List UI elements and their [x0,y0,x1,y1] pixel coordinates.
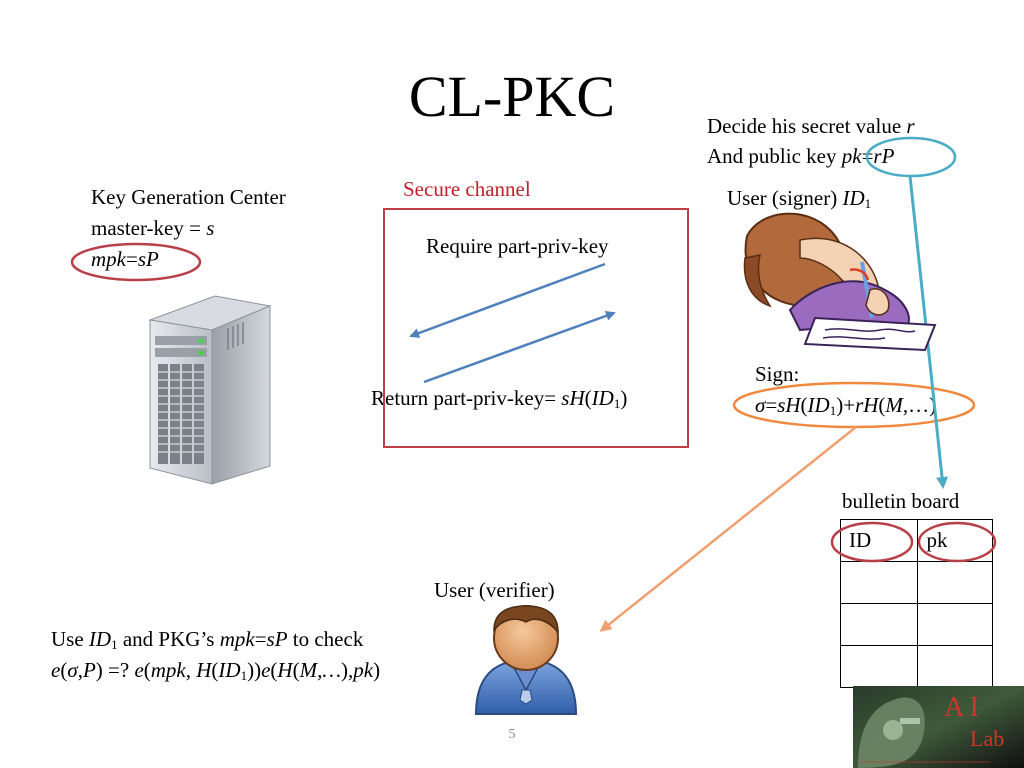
v-hm: H [277,658,293,682]
return-prefix: Return part-priv-key= [371,386,562,410]
signature-formula: σ=sH(ID1)+rH(M,…) [755,392,936,419]
sig-rest: ,…) [902,393,937,417]
v-id: ID [88,627,112,651]
return-arrow [423,311,616,384]
master-key-var: s [206,216,215,240]
sig-rh: rH [855,393,879,417]
v-to-check: to check [287,627,364,651]
user-signer-prefix: User (signer) [727,186,843,210]
logo-text-ai: A I [944,692,979,723]
kgc-label: Key Generation Center [91,185,286,209]
v-and-pkg: and PKG’s [117,627,220,651]
return-close: ) [620,386,628,410]
sign-label: Sign: [755,362,800,386]
return-open: ( [584,386,592,410]
v-p3: ( [211,658,219,682]
sig-m: M [885,393,903,417]
table-row [839,645,993,688]
bulletin-table: ID pk [839,519,993,688]
kgc-master-key: master-key = s [91,215,214,242]
server-icon [148,295,272,485]
v-eq: = [254,627,267,651]
v-p1: ( [60,658,68,682]
signature-arrow [599,426,857,632]
v-use: Use [51,627,89,651]
sig-sh: sH [777,393,801,417]
pubkey-prefix: And public key [707,144,842,168]
mpk-ellipse [70,242,202,282]
v-p7: ), [341,658,354,682]
v-P: P [82,658,96,682]
v-id2: ID [218,658,241,682]
user-signer-label: User (signer) ID1 [727,185,871,212]
sig-sigma: σ [755,393,766,417]
sig-sub: 1 [829,403,837,418]
verifier-line2: e(σ,P) =? e(mpk, H(ID1))e(H(M,…),pk) [51,657,380,684]
sig-id: ID [807,393,830,417]
v-mpk: mpk [219,627,255,651]
ai-lab-logo: A I Lab [853,686,1024,768]
pk-header-ellipse [917,521,997,563]
verifier-line1: Use ID1 and PKG’s mpk=sP to check [51,626,363,653]
v-p8: ) [373,658,381,682]
page-number: 5 [508,727,516,742]
secure-channel-box [383,208,689,448]
v-sigma: σ [67,658,78,682]
return-sh: sH [561,386,585,410]
request-arrow [409,262,606,338]
v-sp: sP [266,627,288,651]
pk-var: pk [841,144,862,168]
v-q: ) =? [95,658,135,682]
pk-val: rP [873,144,895,168]
kgc-mpk: mpk=sP [91,246,159,273]
v-pk: pk [353,658,374,682]
mpk-val: sP [137,247,159,271]
id-ellipse [830,521,914,563]
slide-title: CL-PKC [408,64,616,129]
decide-text: Decide his secret value r [707,113,915,140]
user-signer-sub: 1 [864,196,872,211]
v-mpk2: mpk, H [150,658,212,682]
v-p4: )) [247,658,262,682]
v-p6: ( [292,658,300,682]
bulletin-title: bulletin board [842,489,960,513]
user-avatar-icon [474,605,578,715]
pk-ellipse [865,136,957,178]
logo-text-lab: Lab [970,726,1004,751]
v-m: M,… [299,658,342,682]
v-id-sub: 1 [111,637,118,652]
return-text: Return part-priv-key= sH(ID1) [371,385,627,412]
v-e2: e [134,658,144,682]
decide-var: r [906,114,915,138]
master-key-prefix: master-key = [91,216,207,240]
v-e1: e [51,658,61,682]
secure-channel-label: Secure channel [403,177,531,201]
v-p2: ( [143,658,151,682]
sig-mid: )+ [836,393,856,417]
user-signer-id: ID [842,186,865,210]
require-text: Require part-priv-key [426,234,609,258]
mpk-eq: = [126,247,138,271]
signature-ellipse [732,381,976,429]
public-key-text: And public key pk=rP [707,143,894,170]
return-sub: 1 [613,396,621,411]
v-e3: e [261,658,271,682]
user-verifier-label: User (verifier) [434,578,555,602]
table-cell [917,561,993,604]
sig-eq: = [765,393,778,417]
v-comma: , [77,658,83,682]
mpk-var: mpk [91,247,126,271]
return-id: ID [591,386,614,410]
sig-open2: ( [878,393,886,417]
sig-open: ( [800,393,808,417]
signer-figure-icon [743,212,937,352]
decide-prefix: Decide his secret value [707,114,907,138]
v-p5: ( [270,658,278,682]
v-id2-sub: 1 [240,668,248,683]
